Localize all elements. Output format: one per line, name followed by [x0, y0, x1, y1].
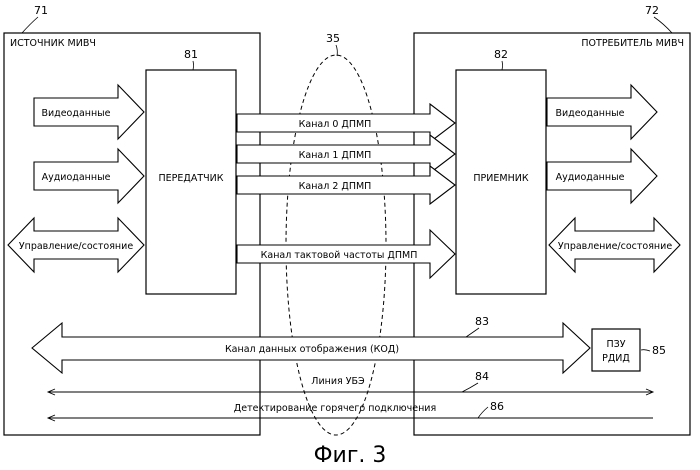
- source-device-label: ИСТОЧНИК МИВЧ: [10, 38, 96, 49]
- ddc-ref-number: 83: [475, 315, 489, 328]
- transmitter-ref-leader: [193, 61, 194, 70]
- cable-ref-leader: [336, 45, 337, 56]
- source-ref-number: 71: [34, 4, 48, 17]
- sink-ref-number: 72: [645, 4, 659, 17]
- sink-video-label: Видеоданные: [555, 108, 624, 119]
- tmds-channel-0-label: Канал 0 ДПМП: [299, 119, 372, 130]
- cec-ref-number: 84: [475, 370, 489, 383]
- sink-ref-leader: [654, 17, 672, 33]
- figure-caption: Фиг. 3: [314, 443, 387, 468]
- eeprom-ref-leader: [641, 350, 650, 351]
- source-audio-label: Аудиоданные: [42, 172, 111, 183]
- tmds-clock-channel-label: Канал тактовой частоты ДПМП: [261, 250, 418, 261]
- ddc-label: Канал данных отображения (КОД): [225, 344, 399, 355]
- sink-device-label: ПОТРЕБИТЕЛЬ МИВЧ: [581, 38, 684, 49]
- tmds-channel-1-label: Канал 1 ДПМП: [299, 150, 372, 161]
- tmds-channel-2-label: Канал 2 ДПМП: [299, 181, 372, 192]
- eeprom-box: [592, 329, 640, 371]
- hpd-label: Детектирование горячего подключения: [234, 403, 436, 414]
- transmitter-label: ПЕРЕДАТЧИК: [159, 173, 224, 184]
- source-video-label: Видеоданные: [41, 108, 110, 119]
- eeprom-ref-number: 85: [652, 344, 666, 357]
- receiver-ref-number: 82: [494, 48, 508, 61]
- ddc-ref-leader: [466, 328, 479, 337]
- cec-label: Линия УБЭ: [311, 376, 365, 387]
- sink-audio-label: Аудиоданные: [556, 172, 625, 183]
- receiver-ref-leader: [502, 61, 503, 70]
- transmitter-ref-number: 81: [184, 48, 198, 61]
- receiver-label: ПРИЕМНИК: [473, 173, 528, 184]
- hpd-ref-leader: [478, 407, 488, 418]
- eeprom-label-line1: ПЗУ: [606, 339, 625, 350]
- cable-ref-number: 35: [326, 32, 340, 45]
- sink-control-label: Управление/состояние: [558, 241, 673, 252]
- source-control-label: Управление/состояние: [19, 241, 134, 252]
- cec-ref-leader: [462, 383, 478, 392]
- eeprom-label-line2: РДИД: [602, 353, 630, 364]
- source-ref-leader: [22, 17, 38, 33]
- hpd-ref-number: 86: [490, 400, 504, 413]
